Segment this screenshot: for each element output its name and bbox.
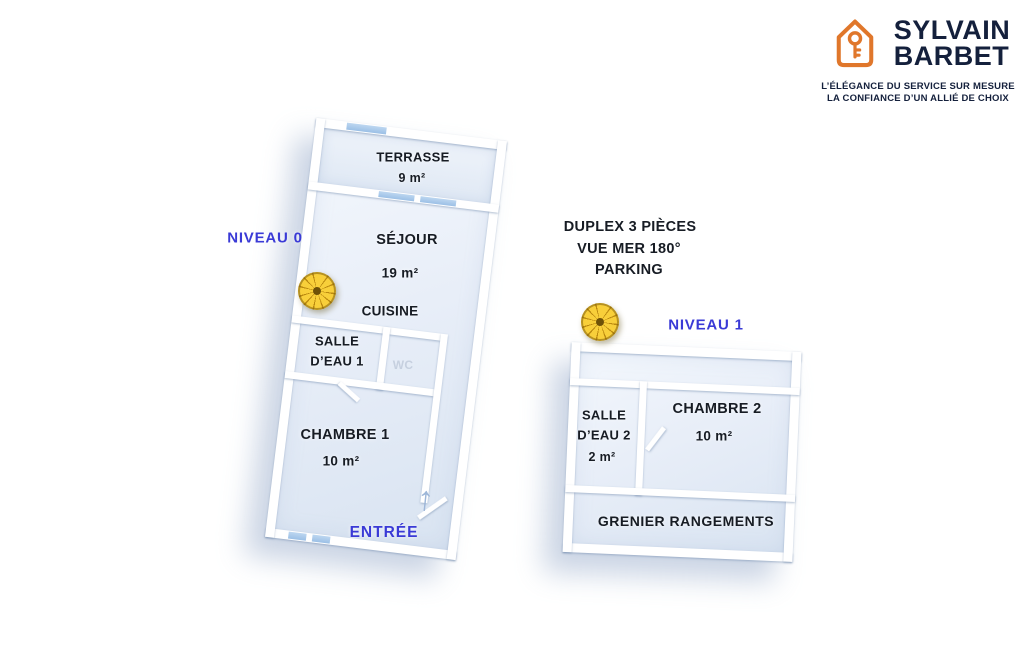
listing-line2: VUE MER 180° — [577, 241, 681, 257]
brand-name: SYLVAIN BARBET — [893, 15, 1011, 71]
entrance-arrow-icon: ↑ — [415, 479, 436, 519]
chambre-2-area: 10 m² — [695, 428, 733, 444]
house-key-icon — [836, 19, 874, 68]
level0-label: NIVEAU 0 — [227, 229, 303, 247]
sejour-label: SÉJOUR — [376, 232, 438, 248]
level1-label: NIVEAU 1 — [668, 316, 744, 334]
brand-name-line2: BARBET — [893, 41, 1010, 71]
brand-tagline-line2: LA CONFIANCE D’UN ALLIÉ DE CHOIX — [827, 92, 1009, 104]
salle-deau-1-label: SALLE D’EAU 1 — [310, 333, 364, 369]
chambre-1-area: 10 m² — [322, 453, 360, 469]
grenier-label: GRENIER RANGEMENTS — [597, 513, 775, 529]
salle-deau-2-area: 2 m² — [588, 450, 616, 464]
entrance-label: ENTRÉE — [349, 524, 419, 541]
brand-logo: SYLVAIN BARBET L’ÉLÉGANCE DU SERVICE SUR… — [816, 12, 1020, 104]
listing-line1: DUPLEX 3 PIÈCES — [563, 219, 697, 235]
window — [310, 533, 332, 545]
staircase-pole — [596, 318, 604, 326]
brand-tagline: L’ÉLÉGANCE DU SERVICE SUR MESURE LA CONF… — [816, 81, 1020, 104]
terrasse-area: 9 m² — [398, 171, 426, 185]
terrasse-label: TERRASSE — [376, 149, 450, 165]
salle-deau-2-label: SALLE D’EAU 2 — [577, 407, 631, 443]
wc-label: WC — [392, 358, 414, 372]
chambre-2-label: CHAMBRE 2 — [672, 401, 762, 417]
spiral-staircase-icon — [298, 272, 336, 310]
sejour-area: 19 m² — [381, 265, 419, 281]
spiral-staircase-icon — [581, 303, 619, 341]
brand-tagline-line1: L’ÉLÉGANCE DU SERVICE SUR MESURE — [821, 81, 1015, 92]
chambre-1-label: CHAMBRE 1 — [300, 427, 390, 443]
listing-line3: PARKING — [595, 262, 663, 278]
brand-name-line1: SYLVAIN — [893, 15, 1011, 45]
brand-logo-row: SYLVAIN BARBET — [816, 12, 1020, 74]
staircase-pole — [313, 287, 321, 295]
window — [286, 530, 308, 542]
cuisine-label: CUISINE — [361, 303, 419, 319]
